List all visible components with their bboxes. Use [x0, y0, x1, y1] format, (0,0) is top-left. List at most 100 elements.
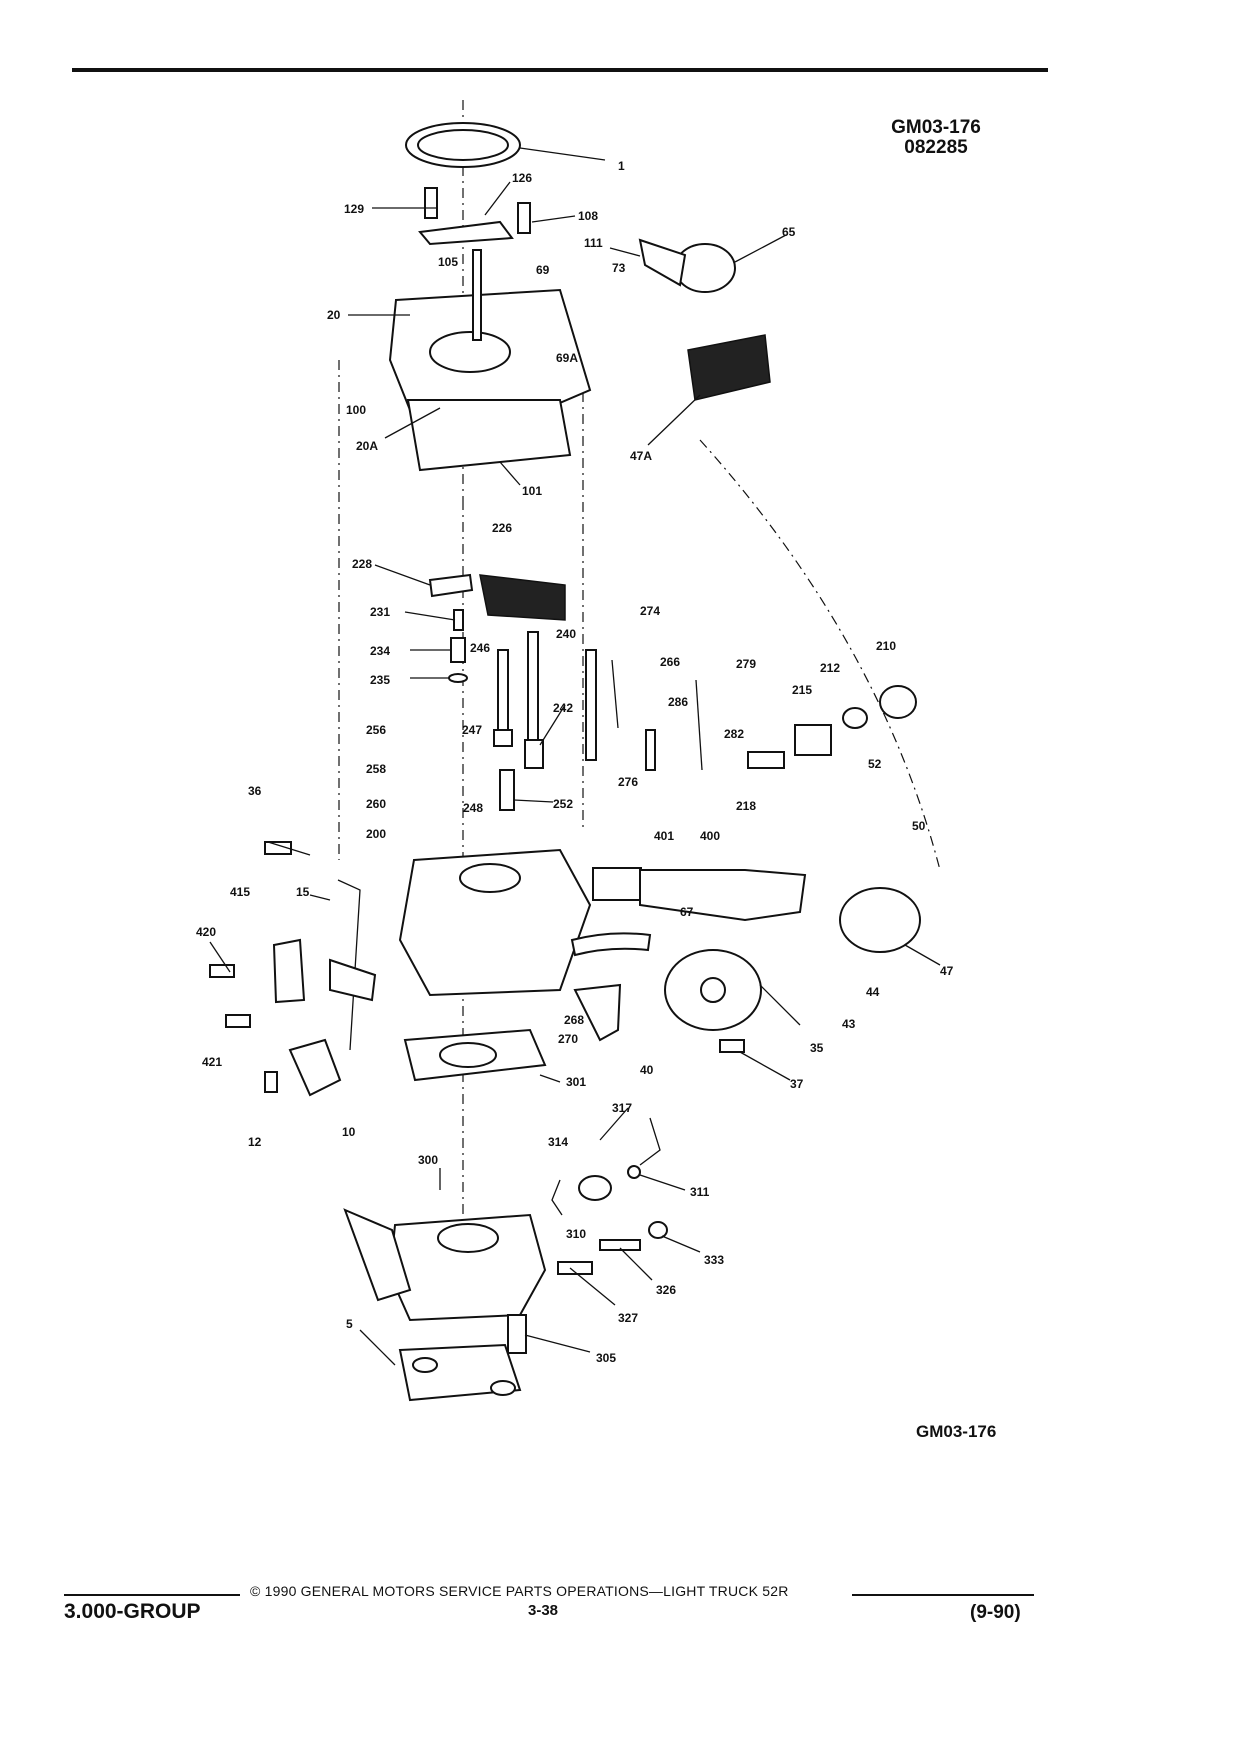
callout-20a: 20A — [356, 439, 378, 453]
callout-210: 210 — [876, 639, 896, 653]
figure-id-bottom: GM03-176 — [916, 1422, 997, 1441]
callout-279: 279 — [736, 657, 756, 671]
callout-420: 420 — [196, 925, 216, 939]
callout-12: 12 — [248, 1135, 262, 1149]
idle-needle-326 — [599, 1239, 641, 1251]
figure-code: GM03-176 — [891, 117, 981, 138]
top-rule — [72, 68, 1048, 72]
callout-401: 401 — [654, 829, 674, 843]
bracket-415 — [272, 938, 306, 1004]
callout-212: 212 — [820, 661, 840, 675]
callout-314: 314 — [548, 1135, 568, 1149]
callout-282: 282 — [724, 727, 744, 741]
gasket-inner — [417, 129, 509, 161]
group-label: 3.000-GROUP — [64, 1600, 201, 1623]
callout-268: 268 — [564, 1013, 584, 1027]
gasket-67 — [570, 932, 652, 957]
gasket-235 — [448, 673, 468, 683]
callout-286: 286 — [668, 695, 688, 709]
lever-fast-idle — [329, 958, 377, 1002]
callout-69: 69 — [536, 263, 550, 277]
screw-421 — [225, 1014, 251, 1028]
callout-37: 37 — [790, 1077, 804, 1091]
float-hinge-228 — [428, 573, 474, 598]
callout-40: 40 — [640, 1063, 654, 1077]
callout-111: 111 — [584, 236, 603, 250]
plug-333 — [648, 1221, 668, 1239]
screw-274 — [585, 649, 597, 761]
callout-301: 301 — [566, 1075, 586, 1089]
figure-header: GM03-176 082285 — [876, 118, 996, 158]
callout-1: 1 — [618, 159, 625, 173]
callout-242: 242 — [553, 701, 573, 715]
callout-270: 270 — [558, 1032, 578, 1046]
callout-105: 105 — [438, 255, 458, 269]
revision-date: (9-90) — [970, 1602, 1021, 1623]
screw-305 — [507, 1314, 527, 1354]
bowl-bore — [459, 863, 521, 893]
needle-266 — [611, 659, 619, 729]
mixture-solenoid — [687, 334, 771, 401]
callout-108: 108 — [578, 209, 598, 223]
callout-305: 305 — [596, 1351, 616, 1365]
gasket-212 — [842, 707, 868, 729]
vacuum-break — [674, 243, 736, 293]
callout-43: 43 — [842, 1017, 856, 1031]
screw-108 — [517, 202, 531, 234]
callout-247: 247 — [462, 723, 482, 737]
gasket-301-hole — [439, 1042, 497, 1068]
float — [479, 574, 566, 621]
choke-shaft — [700, 977, 726, 1003]
callout-36: 36 — [248, 784, 262, 798]
clip-314 — [551, 1179, 563, 1216]
spring-252 — [499, 769, 515, 811]
callout-15: 15 — [296, 885, 310, 899]
callout-252: 252 — [553, 797, 573, 811]
callout-421: 421 — [202, 1055, 222, 1069]
callout-50: 50 — [912, 819, 926, 833]
screw-12 — [264, 1071, 278, 1093]
callout-246: 246 — [470, 641, 490, 655]
pump-cup-242 — [524, 739, 544, 769]
pump-rod-240 — [527, 631, 539, 743]
wire-path — [699, 439, 941, 871]
copyright-line: © 1990 GENERAL MOTORS SERVICE PARTS OPER… — [250, 1583, 789, 1599]
screw-420 — [209, 964, 235, 978]
seat-234 — [450, 637, 466, 663]
throttle-bore — [437, 1223, 499, 1253]
lever-40 — [573, 983, 622, 1042]
callout-240: 240 — [556, 627, 576, 641]
callout-47a: 47A — [630, 449, 652, 463]
callout-65: 65 — [782, 225, 796, 239]
gasket-101 — [406, 399, 572, 472]
rod-15 — [337, 879, 361, 1051]
callout-20: 20 — [327, 308, 341, 322]
callout-231: 231 — [370, 605, 390, 619]
callout-100: 100 — [346, 403, 366, 417]
callout-200: 200 — [366, 827, 386, 841]
callout-326: 326 — [656, 1283, 676, 1297]
callout-67: 67 — [680, 905, 694, 919]
callout-260: 260 — [366, 797, 386, 811]
bracket-126 — [418, 220, 514, 246]
callout-276: 276 — [618, 775, 638, 789]
screw-37 — [719, 1039, 745, 1053]
callout-129: 129 — [344, 202, 364, 216]
callout-226: 226 — [492, 521, 512, 535]
nut-311 — [627, 1165, 641, 1179]
callout-10: 10 — [342, 1125, 356, 1139]
screw-36 — [264, 841, 292, 855]
callout-215: 215 — [792, 683, 812, 697]
air-horn-bore — [429, 331, 511, 373]
callout-400: 400 — [700, 829, 720, 843]
callout-333: 333 — [704, 1253, 724, 1267]
figure-number: 082285 — [904, 137, 968, 158]
float-bowl — [398, 848, 592, 997]
lever-310 — [578, 1175, 612, 1201]
callout-44: 44 — [866, 985, 880, 999]
callout-101: 101 — [522, 484, 542, 498]
isc-motor-400 — [639, 869, 807, 922]
callout-327: 327 — [618, 1311, 638, 1325]
needle-231 — [453, 609, 464, 631]
